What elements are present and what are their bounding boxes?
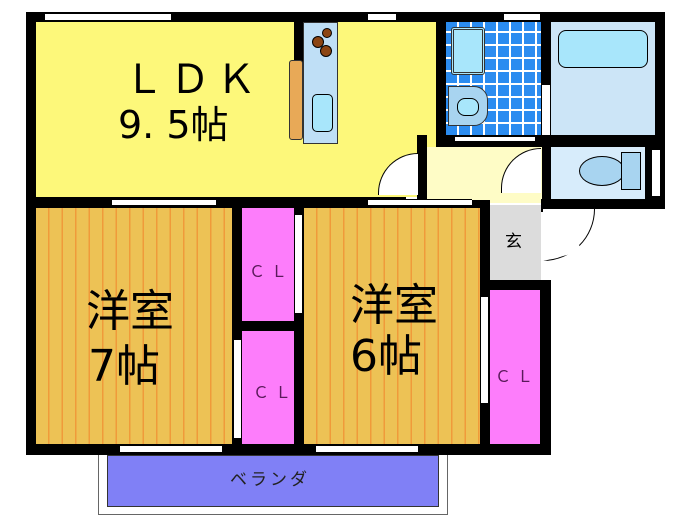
- toilet-bowl-icon: [579, 156, 625, 186]
- wall-top-left: [26, 12, 442, 22]
- stove-burner-icon: [320, 45, 332, 57]
- stove-burner-icon: [322, 28, 332, 38]
- kitchen-shelf: [289, 60, 303, 140]
- window-ldk-top: [45, 13, 171, 21]
- wall-left: [26, 12, 36, 255]
- wall-closet-mid: [232, 321, 302, 331]
- washbasin-icon: [451, 27, 485, 75]
- toilet-tank-icon: [621, 152, 641, 190]
- ldk-size-label: 9. 5帖: [118, 103, 229, 147]
- wall-right-lower: [540, 280, 551, 455]
- stove-burner-icon: [312, 36, 324, 48]
- wall-ldk-right: [436, 12, 446, 147]
- toilet-window: [652, 150, 660, 196]
- room1-name-label: 洋室: [86, 286, 174, 337]
- closet-1-label: ＣＬ: [249, 262, 294, 281]
- wall-hall-left: [417, 135, 427, 205]
- wall-left-lower: [26, 200, 36, 455]
- ldk-name-label: ＬＤＫ: [124, 57, 262, 103]
- room-entrance: [489, 205, 541, 280]
- sliding-door[interactable]: [455, 136, 535, 142]
- window-ldk-top-right: [368, 13, 396, 21]
- wall-ldk-bottom: [26, 197, 406, 208]
- entrance-label: 玄: [505, 232, 522, 252]
- veranda: [107, 455, 439, 507]
- window-room1-bottom: [120, 445, 222, 453]
- closet-1: [242, 208, 294, 321]
- closet-3: [490, 290, 540, 444]
- window-hall: [368, 199, 472, 206]
- veranda-label: ベランダ: [230, 470, 310, 490]
- wall-entrance-bottom: [480, 280, 551, 290]
- veranda-outline: [98, 455, 448, 515]
- closet-2: [242, 331, 294, 444]
- room-ldk: [36, 22, 436, 197]
- closet-3-label: ＣＬ: [495, 367, 540, 386]
- bathtub-icon: [558, 30, 648, 68]
- window-room1-top: [112, 199, 216, 206]
- wall-closet-right: [294, 200, 304, 455]
- room2-name-label: 洋室: [350, 280, 438, 331]
- closet-1-door[interactable]: [295, 215, 302, 313]
- closet-2-label: ＣＬ: [253, 383, 298, 402]
- room-western-2: [304, 208, 481, 444]
- wall-bottom: [26, 444, 551, 455]
- room2-size-label: 6帖: [350, 331, 422, 382]
- sink-icon: [312, 94, 333, 132]
- washer-drum-icon: [457, 98, 479, 116]
- window-wash-top: [504, 13, 540, 21]
- wall-top-right: [437, 12, 665, 22]
- bath-door[interactable]: [542, 85, 550, 135]
- closet-3-door[interactable]: [481, 297, 488, 403]
- closet-2-door[interactable]: [234, 340, 241, 438]
- room-western-1: [36, 208, 233, 444]
- wall-right-bath: [655, 12, 665, 208]
- kitchen-wall: [294, 22, 303, 70]
- front-door[interactable]: [543, 209, 595, 261]
- window-room2-bottom: [316, 445, 418, 453]
- wall-toilet-bottom: [541, 199, 665, 209]
- room1-size-label: 7帖: [88, 341, 160, 392]
